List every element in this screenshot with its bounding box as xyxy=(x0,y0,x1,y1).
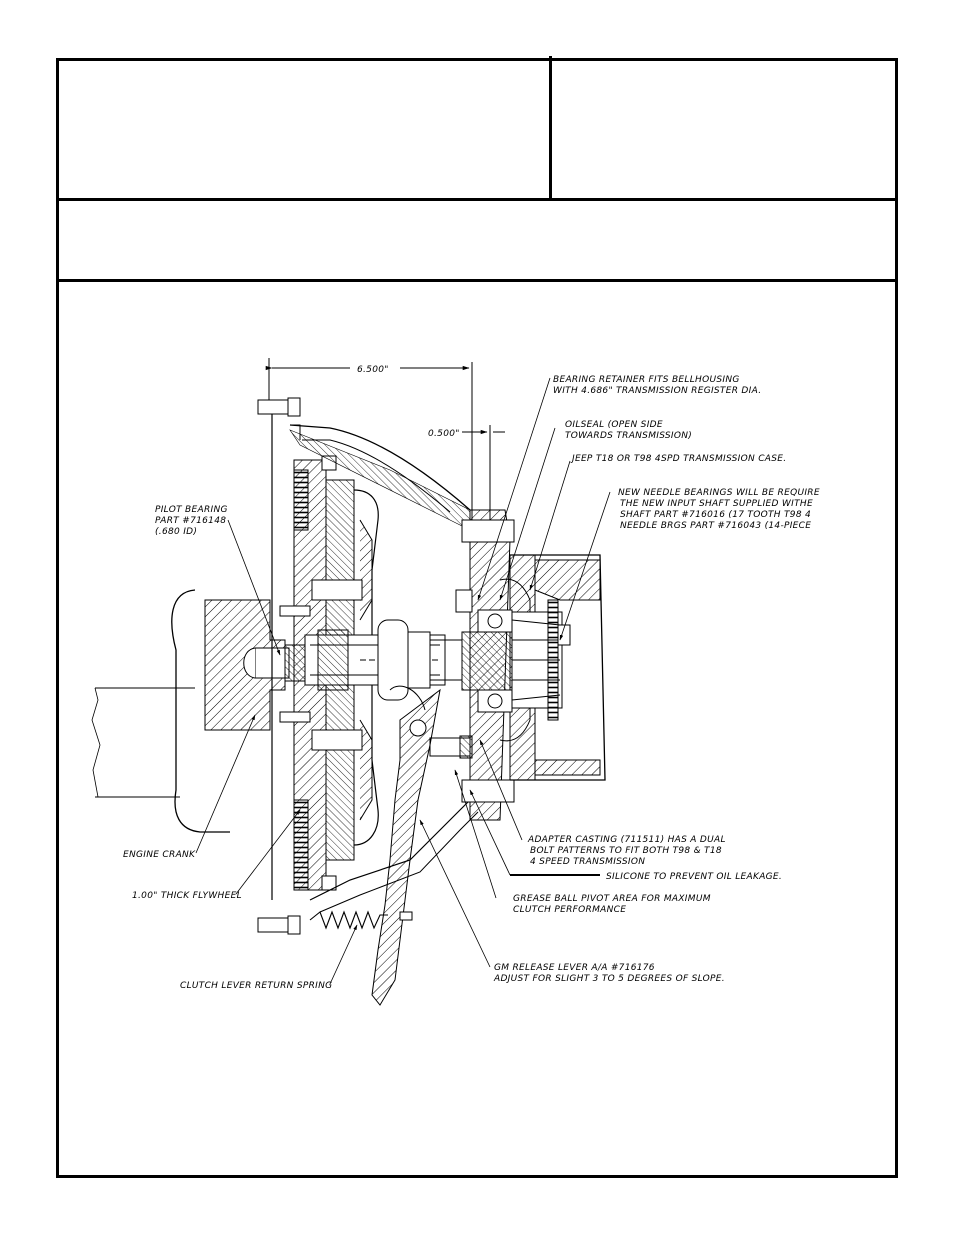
callout-needle-3: SHAFT PART #716016 (17 TOOTH T98 4 xyxy=(620,510,811,520)
dimension-offset: 0.500" xyxy=(428,429,460,439)
callout-jeep-case: JEEP T18 OR T98 4SPD TRANSMISSION CASE. xyxy=(570,454,786,464)
callout-silicone: SILICONE TO PREVENT OIL LEAKAGE. xyxy=(606,872,782,882)
callout-oilseal-1: OILSEAL (OPEN SIDE xyxy=(565,420,663,430)
callout-release-2: ADJUST FOR SLIGHT 3 TO 5 DEGREES OF SLOP… xyxy=(493,974,725,984)
callout-oilseal-2: TOWARDS TRANSMISSION) xyxy=(565,431,692,441)
callout-release-1: GM RELEASE LEVER A/A #716176 xyxy=(494,963,655,973)
dimension-overall: 6.500" xyxy=(357,365,389,375)
callout-pilot-1: PILOT BEARING xyxy=(155,505,228,515)
callout-flywheel: 1.00" THICK FLYWHEEL xyxy=(132,891,242,901)
callout-adapter-1: ADAPTER CASTING (711511) HAS A DUAL xyxy=(527,835,726,845)
callout-adapter-3: 4 SPEED TRANSMISSION xyxy=(530,857,645,867)
callout-needle-4: NEEDLE BRGS PART #716043 (14-PIECE xyxy=(620,521,811,531)
callout-pilot-2: PART #716148 xyxy=(155,516,226,526)
header-divider xyxy=(56,198,898,201)
header-column-divider xyxy=(549,56,552,201)
callout-engine-crank: ENGINE CRANK xyxy=(123,850,196,860)
page-frame xyxy=(56,58,898,1178)
callout-grease-1: GREASE BALL PIVOT AREA FOR MAXIMUM xyxy=(513,894,711,904)
callout-needle-2: THE NEW INPUT SHAFT SUPPLIED WITHE xyxy=(620,499,813,509)
callout-needle-1: NEW NEEDLE BEARINGS WILL BE REQUIRE xyxy=(618,488,820,498)
callout-bearing-retainer-2: WITH 4.686" TRANSMISSION REGISTER DIA. xyxy=(553,386,761,396)
callout-pilot-3: (.680 ID) xyxy=(155,527,197,537)
callout-return-spring: CLUTCH LEVER RETURN SPRING xyxy=(180,981,332,991)
callout-grease-2: CLUTCH PERFORMANCE xyxy=(513,905,626,915)
subtitle-divider xyxy=(56,279,898,282)
callout-adapter-2: BOLT PATTERNS TO FIT BOTH T98 & T18 xyxy=(530,846,722,856)
callout-bearing-retainer-1: BEARING RETAINER FITS BELLHOUSING xyxy=(553,375,740,385)
